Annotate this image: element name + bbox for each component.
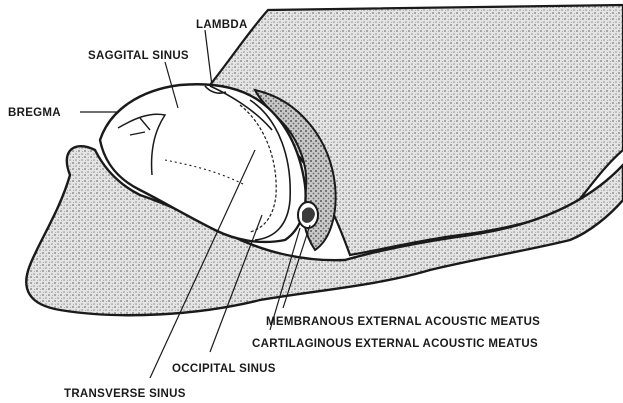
label-bregma: BREGMA [8, 107, 61, 119]
label-transverse-sinus: TRANSVERSE SINUS [64, 388, 186, 400]
label-occipital-sinus: OCCIPITAL SINUS [172, 363, 276, 375]
label-cartilaginous-meatus: CARTILAGINOUS EXTERNAL ACOUSTIC MEATUS [252, 338, 538, 350]
label-saggital-sinus: SAGGITAL SINUS [88, 50, 189, 62]
label-lambda: LAMBDA [196, 19, 248, 31]
label-membranous-meatus: MEMBRANOUS EXTERNAL ACOUSTIC MEATUS [266, 316, 540, 328]
leader-lambda [205, 30, 212, 86]
